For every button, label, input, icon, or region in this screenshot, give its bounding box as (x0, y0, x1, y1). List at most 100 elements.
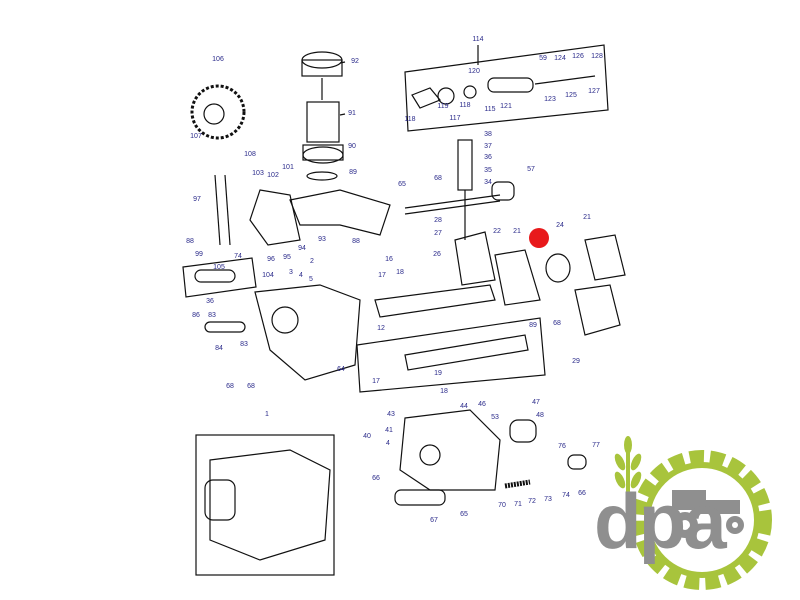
part-label[interactable]: 70 (498, 502, 506, 509)
part-label[interactable]: 21 (513, 228, 521, 235)
part-label[interactable]: 89 (529, 322, 537, 329)
part-label[interactable]: 41 (385, 427, 393, 434)
part-label[interactable]: 26 (433, 251, 441, 258)
part-label[interactable]: 90 (348, 143, 356, 150)
part-label[interactable]: 47 (532, 399, 540, 406)
part-label[interactable]: 84 (215, 345, 223, 352)
part-label[interactable]: 22 (493, 228, 501, 235)
part-label[interactable]: 43 (387, 411, 395, 418)
part-label[interactable]: 36 (484, 154, 492, 161)
part-label[interactable]: 12 (377, 325, 385, 332)
part-label[interactable]: 93 (318, 236, 326, 243)
part-label[interactable]: 94 (298, 245, 306, 252)
part-label[interactable]: 120 (468, 68, 480, 75)
part-label[interactable]: 104 (262, 272, 274, 279)
part-label[interactable]: 2 (310, 258, 314, 265)
part-label[interactable]: 66 (578, 490, 586, 497)
part-label[interactable]: 83 (240, 341, 248, 348)
part-label[interactable]: 18 (440, 388, 448, 395)
part-label[interactable]: 76 (558, 443, 566, 450)
part-label[interactable]: 44 (460, 403, 468, 410)
part-label[interactable]: 4 (386, 440, 390, 447)
part-label[interactable]: 65 (460, 511, 468, 518)
part-label[interactable]: 19 (434, 370, 442, 377)
part-label[interactable]: 115 (484, 106, 496, 113)
part-label[interactable]: 127 (588, 88, 600, 95)
wheat-icon (614, 436, 642, 500)
part-label[interactable]: 124 (554, 55, 566, 62)
part-label[interactable]: 117 (449, 115, 461, 122)
part-label[interactable]: 72 (528, 498, 536, 505)
highlight-marker (529, 228, 549, 248)
part-label[interactable]: 17 (378, 272, 386, 279)
part-label[interactable]: 36 (206, 298, 214, 305)
group-box-114 (404, 44, 609, 132)
part-label[interactable]: 21 (583, 214, 591, 221)
part-label[interactable]: 64 (337, 366, 345, 373)
part-label[interactable]: 57 (527, 166, 535, 173)
part-label[interactable]: 118 (459, 102, 471, 109)
part-label[interactable]: 125 (565, 92, 577, 99)
part-label[interactable]: 68 (226, 383, 234, 390)
part-label[interactable]: 105 (213, 264, 225, 271)
part-label[interactable]: 123 (544, 96, 556, 103)
part-label[interactable]: 118 (404, 116, 416, 123)
part-label[interactable]: 92 (351, 58, 359, 65)
part-label[interactable]: 40 (363, 433, 371, 440)
part-label[interactable]: 46 (478, 401, 486, 408)
part-label[interactable]: 24 (556, 222, 564, 229)
part-label[interactable]: 74 (562, 492, 570, 499)
part-label[interactable]: 35 (484, 167, 492, 174)
part-label[interactable]: 65 (398, 181, 406, 188)
part-label[interactable]: 29 (572, 358, 580, 365)
part-label[interactable]: 17 (372, 378, 380, 385)
part-label[interactable]: 77 (592, 442, 600, 449)
part-label[interactable]: 114 (472, 36, 484, 43)
part-label[interactable]: 119 (437, 103, 449, 110)
part-label[interactable]: 68 (247, 383, 255, 390)
part-label[interactable]: 37 (484, 143, 492, 150)
part-label[interactable]: 101 (282, 164, 294, 171)
part-label[interactable]: 128 (591, 53, 603, 60)
part-label[interactable]: 68 (553, 320, 561, 327)
part-label[interactable]: 96 (267, 256, 275, 263)
part-label[interactable]: 68 (434, 175, 442, 182)
part-label[interactable]: 88 (186, 238, 194, 245)
tractor-icon (672, 490, 744, 538)
part-label[interactable]: 103 (252, 170, 264, 177)
part-label[interactable]: 95 (283, 254, 291, 261)
part-label[interactable]: 18 (396, 269, 404, 276)
part-label[interactable]: 73 (544, 496, 552, 503)
part-label[interactable]: 107 (190, 133, 202, 140)
part-label[interactable]: 38 (484, 131, 492, 138)
part-label[interactable]: 108 (244, 151, 256, 158)
part-label[interactable]: 102 (267, 172, 279, 179)
part-label[interactable]: 3 (289, 269, 293, 276)
part-label[interactable]: 34 (484, 179, 492, 186)
part-label[interactable]: 86 (192, 312, 200, 319)
part-label[interactable]: 83 (208, 312, 216, 319)
part-label[interactable]: 28 (434, 217, 442, 224)
part-label[interactable]: 48 (536, 412, 544, 419)
part-label[interactable]: 53 (491, 414, 499, 421)
part-label[interactable]: 71 (514, 501, 522, 508)
part-label[interactable]: 91 (348, 110, 356, 117)
part-label[interactable]: 126 (572, 53, 584, 60)
gear-icon (632, 450, 772, 590)
part-label[interactable]: 89 (349, 169, 357, 176)
part-label[interactable]: 4 (299, 272, 303, 279)
part-label[interactable]: 97 (193, 196, 201, 203)
part-label[interactable]: 88 (352, 238, 360, 245)
part-label[interactable]: 74 (234, 253, 242, 260)
part-label[interactable]: 27 (434, 230, 442, 237)
part-label[interactable]: 99 (195, 251, 203, 258)
part-label[interactable]: 66 (372, 475, 380, 482)
part-label[interactable]: 1 (265, 411, 269, 418)
part-label[interactable]: 106 (212, 56, 224, 63)
part-label[interactable]: 67 (430, 517, 438, 524)
part-label[interactable]: 5 (309, 276, 313, 283)
part-label[interactable]: 59 (539, 55, 547, 62)
part-label[interactable]: 121 (500, 103, 512, 110)
part-label[interactable]: 16 (385, 256, 393, 263)
